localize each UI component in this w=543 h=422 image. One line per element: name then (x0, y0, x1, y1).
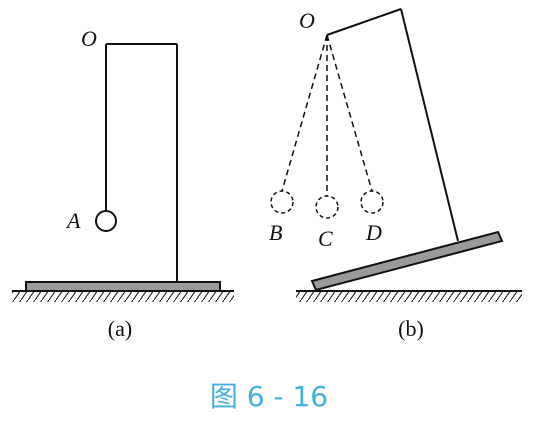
ground-b (296, 290, 522, 302)
label-point-d: D (365, 220, 382, 245)
bob-c-dashed (315, 195, 339, 219)
bob-d-dashed (360, 190, 384, 214)
panel-b-label: (b) (398, 316, 424, 341)
stand-arm-b (326, 8, 402, 36)
string-b-dashed (281, 34, 328, 192)
base-plate-a (25, 281, 221, 292)
bob-a (95, 210, 117, 232)
panel-b: O B C D (b) (269, 8, 522, 341)
label-point-o-b: O (299, 8, 315, 33)
label-point-o-a: O (81, 26, 97, 51)
panel-a-label: (a) (108, 316, 132, 341)
stand-post-b (400, 8, 459, 242)
string-d-dashed (326, 34, 373, 192)
bob-b-dashed (270, 190, 294, 214)
ground-a (12, 290, 234, 302)
figure-caption: 图 6 - 16 (210, 380, 328, 413)
label-point-a: A (65, 208, 81, 233)
label-point-b: B (269, 220, 282, 245)
label-point-c: C (318, 226, 333, 251)
base-plate-b (310, 230, 504, 292)
panel-a: O A (a) (12, 26, 234, 341)
